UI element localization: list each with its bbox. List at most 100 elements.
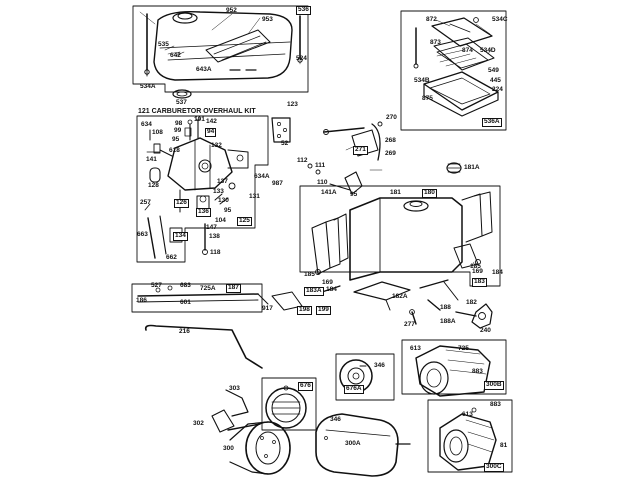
part-label-98: 98 bbox=[175, 120, 183, 127]
muffler-guard-300C bbox=[427, 399, 513, 473]
part-label-549: 549 bbox=[488, 67, 499, 74]
part-label-134: 134 bbox=[173, 232, 188, 241]
part-label-537: 537 bbox=[176, 99, 187, 106]
part-label-183: 183 bbox=[472, 278, 487, 287]
part-label-662: 662 bbox=[166, 254, 177, 261]
part-label-95b: 95 bbox=[224, 207, 232, 214]
part-label-534D: 534D bbox=[480, 47, 496, 54]
gear-240 bbox=[471, 303, 493, 329]
part-label-346a: 346 bbox=[374, 362, 385, 369]
part-label-618: 618 bbox=[169, 147, 180, 154]
part-label-534A: 534A bbox=[140, 83, 156, 90]
spring-181A bbox=[446, 162, 462, 174]
throttle-rod-216 bbox=[144, 324, 263, 369]
exhaust-box bbox=[299, 185, 501, 287]
part-label-169b: 169 bbox=[322, 279, 333, 286]
part-label-184a: 184 bbox=[492, 269, 503, 276]
part-label-199: 199 bbox=[316, 306, 331, 315]
part-label-269: 269 bbox=[385, 150, 396, 157]
part-label-725: 725 bbox=[458, 345, 469, 352]
part-label-300: 300 bbox=[223, 445, 234, 452]
part-label-126: 126 bbox=[174, 199, 189, 208]
part-label-184b: 184 bbox=[326, 286, 337, 293]
part-label-95c: 95 bbox=[350, 191, 358, 198]
muffler-body bbox=[349, 197, 463, 281]
part-label-123: 123 bbox=[287, 101, 298, 108]
part-label-186: 186 bbox=[136, 297, 147, 304]
part-label-874: 874 bbox=[462, 47, 473, 54]
part-label-527: 527 bbox=[151, 282, 162, 289]
bracket-182A bbox=[353, 281, 411, 301]
part-label-125: 125 bbox=[237, 217, 252, 226]
air-filter-box bbox=[400, 10, 507, 131]
part-label-81: 81 bbox=[500, 442, 508, 449]
part-label-94: 94 bbox=[205, 128, 217, 137]
part-label-141A: 141A bbox=[321, 189, 337, 196]
part-label-534C: 534C bbox=[492, 16, 508, 23]
part-label-875: 875 bbox=[422, 95, 433, 102]
control-rod-group bbox=[131, 283, 269, 313]
part-label-182: 182 bbox=[466, 299, 477, 306]
part-label-133: 133 bbox=[213, 188, 224, 195]
part-label-534B: 534B bbox=[414, 77, 430, 84]
part-label-676A: 676A bbox=[344, 385, 364, 394]
part-label-643A: 643A bbox=[196, 66, 212, 73]
fuel-tank bbox=[153, 10, 293, 81]
part-label-188: 188 bbox=[440, 304, 451, 311]
part-label-346b: 346 bbox=[330, 416, 341, 423]
flywheel-screen-676 bbox=[261, 377, 317, 431]
muffler-300A bbox=[315, 413, 411, 477]
part-label-300B: 300B bbox=[484, 381, 504, 390]
part-label-445: 445 bbox=[490, 77, 501, 84]
part-label-663: 663 bbox=[137, 231, 148, 238]
part-label-138: 138 bbox=[209, 233, 220, 240]
link-663 bbox=[147, 217, 156, 259]
part-label-725A: 725A bbox=[200, 285, 216, 292]
part-label-185b: 185 bbox=[304, 271, 315, 278]
part-label-270: 270 bbox=[386, 114, 397, 121]
muffler-300 bbox=[211, 389, 291, 475]
part-label-300A: 300A bbox=[345, 440, 361, 447]
part-label-108: 108 bbox=[152, 129, 163, 136]
part-label-676: 676 bbox=[298, 382, 313, 391]
part-label-683: 683 bbox=[180, 282, 191, 289]
part-label-873: 873 bbox=[430, 39, 441, 46]
part-label-112: 112 bbox=[297, 157, 308, 164]
carburetor-kit-box bbox=[136, 115, 269, 263]
part-label-216: 216 bbox=[179, 328, 190, 335]
part-label-300C: 300C bbox=[484, 463, 504, 472]
part-label-131: 131 bbox=[249, 193, 260, 200]
part-label-185a: 185 bbox=[470, 263, 481, 270]
fuel-tank-group bbox=[132, 5, 309, 99]
part-label-118: 118 bbox=[210, 249, 221, 256]
part-label-642: 642 bbox=[170, 52, 181, 59]
part-label-182A: 182A bbox=[392, 293, 408, 300]
part-label-883a: 883 bbox=[472, 368, 483, 375]
part-label-987: 987 bbox=[272, 180, 283, 187]
part-label-183A: 183A bbox=[304, 287, 324, 296]
seal-537 bbox=[172, 89, 192, 99]
part-label-524: 524 bbox=[296, 55, 307, 62]
leader-lines bbox=[167, 13, 493, 267]
part-label-613a: 613 bbox=[410, 345, 421, 352]
part-label-268: 268 bbox=[385, 137, 396, 144]
part-label-147: 147 bbox=[206, 224, 217, 231]
part-label-132: 132 bbox=[211, 142, 222, 149]
part-label-187: 187 bbox=[226, 284, 241, 293]
part-label-634A: 634A bbox=[254, 173, 270, 180]
carburetor-body bbox=[167, 137, 233, 191]
part-label-128: 128 bbox=[148, 182, 159, 189]
part-label-634: 634 bbox=[141, 121, 152, 128]
part-label-52: 52 bbox=[281, 140, 289, 147]
part-label-95a: 95 bbox=[172, 136, 180, 143]
part-label-137: 137 bbox=[217, 178, 228, 185]
part-label-613b: 613 bbox=[462, 411, 473, 418]
part-label-952: 952 bbox=[226, 7, 237, 14]
part-label-601: 601 bbox=[180, 299, 191, 306]
part-label-104: 104 bbox=[215, 217, 226, 224]
filter-cover bbox=[431, 17, 493, 47]
part-label-917: 917 bbox=[262, 305, 273, 312]
part-label-536: 536 bbox=[296, 6, 311, 15]
